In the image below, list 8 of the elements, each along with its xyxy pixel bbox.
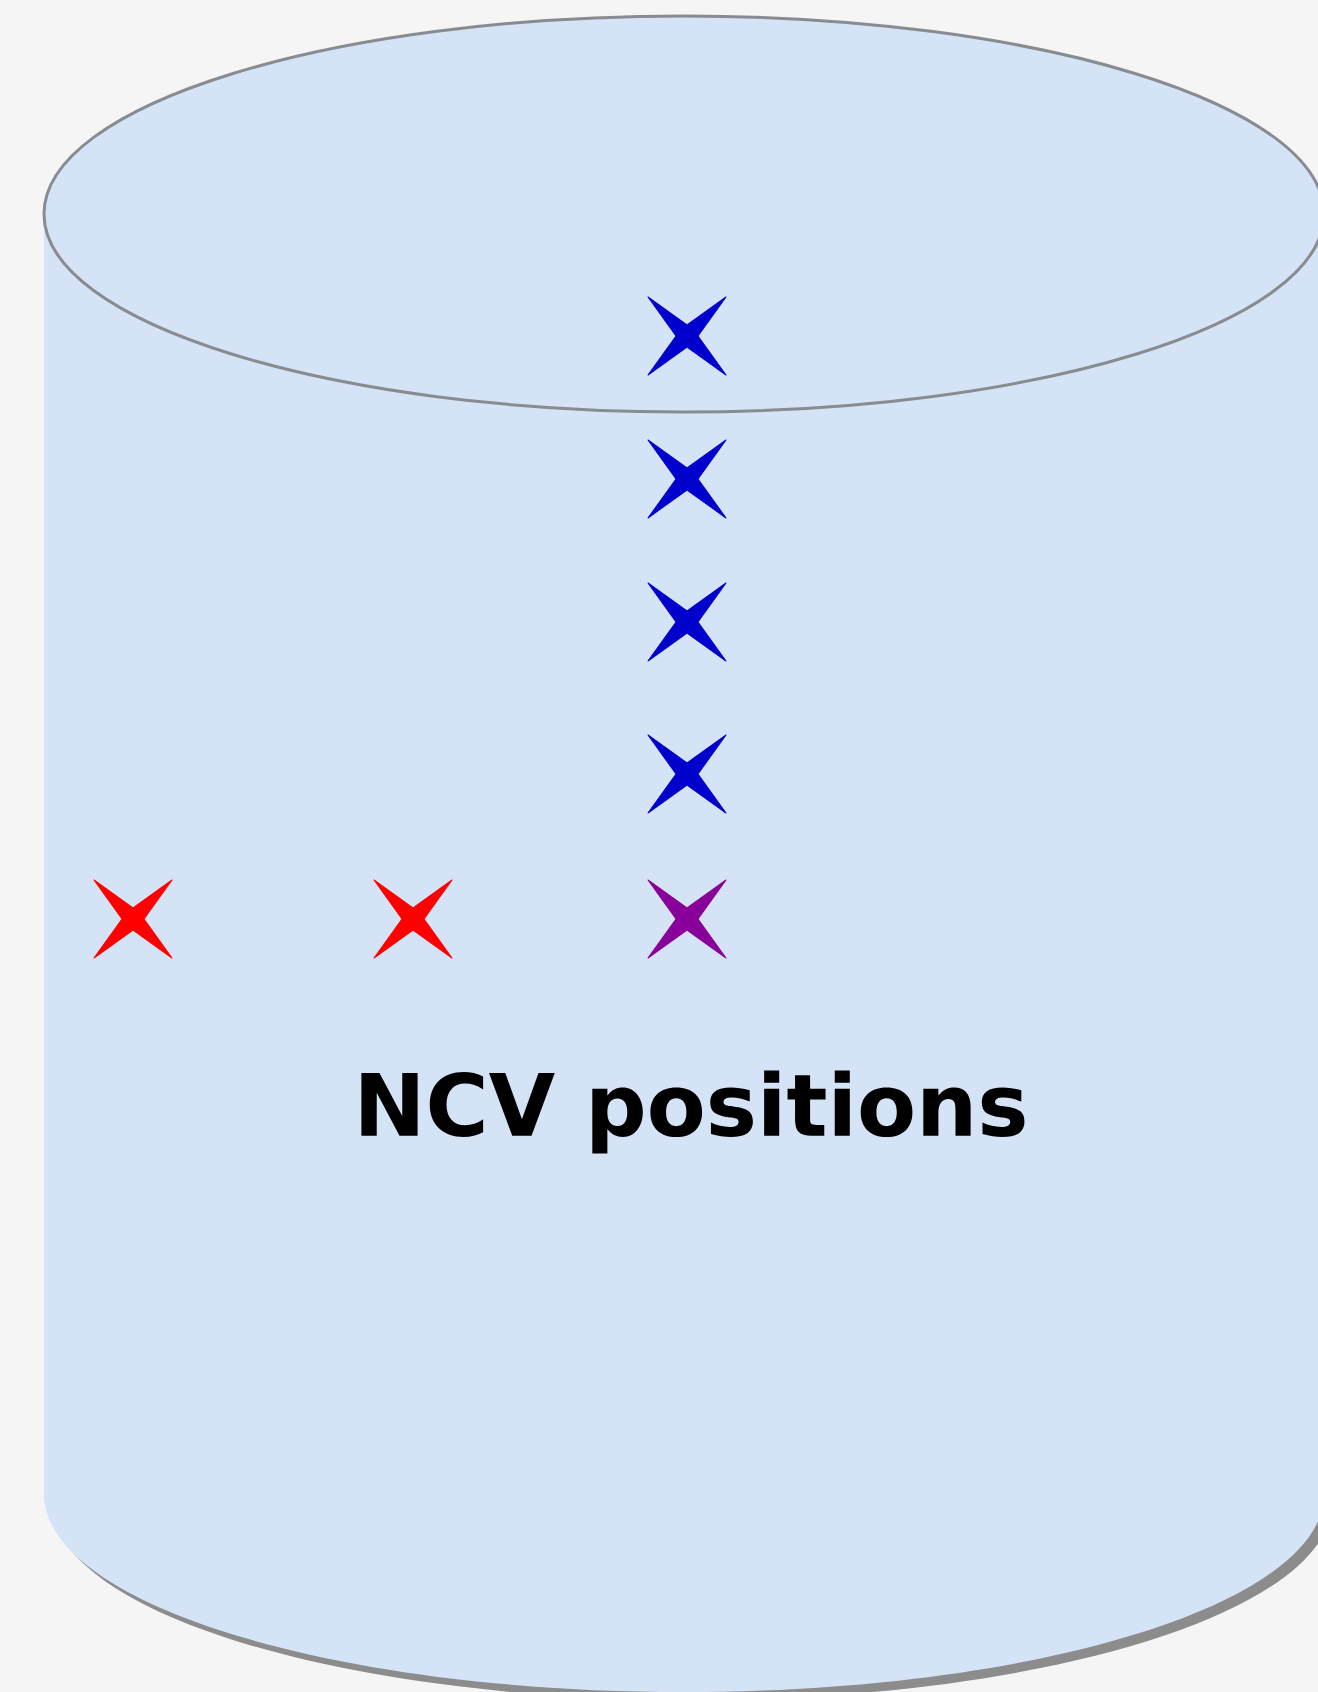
star-marker [93, 879, 173, 959]
star-marker [373, 879, 453, 959]
star-marker [647, 296, 727, 376]
star-marker [647, 439, 727, 519]
cylinder: NCV positions [42, 14, 1318, 1692]
star-marker [647, 734, 727, 814]
star-marker [647, 582, 727, 662]
star-marker [647, 879, 727, 959]
